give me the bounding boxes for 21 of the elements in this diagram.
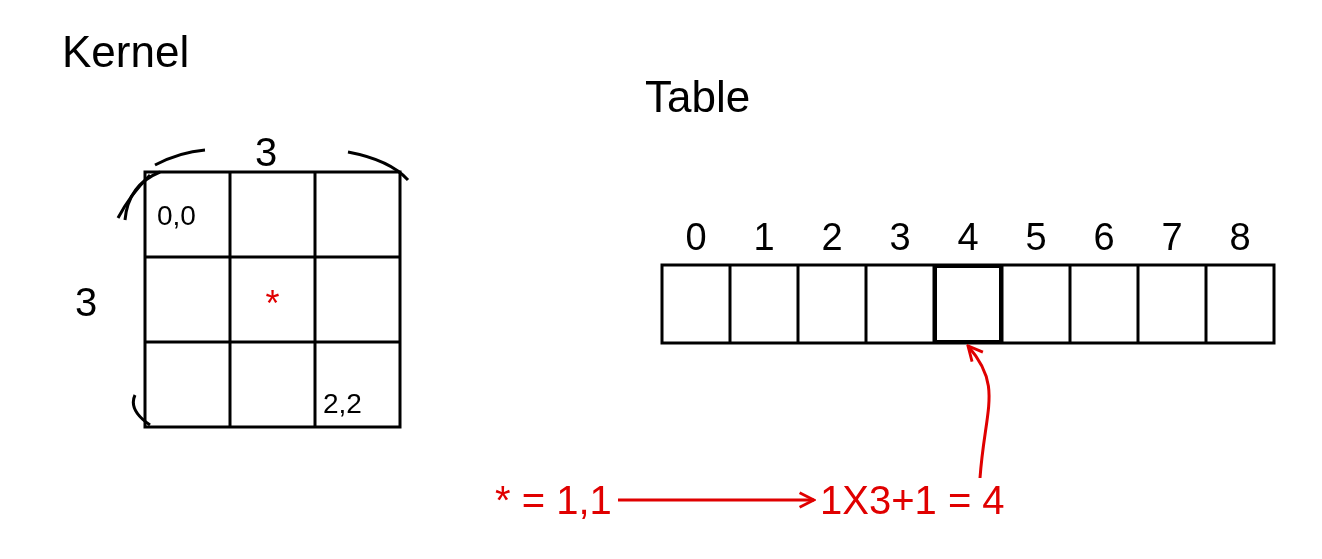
dimension-label: 3 [255, 132, 278, 172]
index-number: 4 [957, 218, 979, 256]
arrow [966, 344, 991, 479]
cell-label: 2,2 [323, 390, 362, 418]
cell-label: 0,0 [157, 202, 196, 230]
index-number: 0 [685, 218, 707, 256]
formula-text: 1X3+1 = 4 [820, 480, 1005, 520]
index-number: 2 [821, 218, 843, 256]
index-number: 5 [1025, 218, 1047, 256]
heading: Kernel [62, 30, 190, 74]
index-number: 6 [1093, 218, 1115, 256]
heading: Table [645, 75, 751, 119]
formula-text: * = 1,1 [495, 480, 612, 520]
index-number: 1 [753, 218, 775, 256]
table-cell [934, 265, 1002, 343]
cell-label: * [265, 285, 280, 322]
index-number: 8 [1229, 218, 1251, 256]
index-number: 7 [1161, 218, 1183, 256]
arrow [618, 491, 816, 509]
index-number: 3 [889, 218, 911, 256]
dimension-label: 3 [75, 282, 98, 322]
